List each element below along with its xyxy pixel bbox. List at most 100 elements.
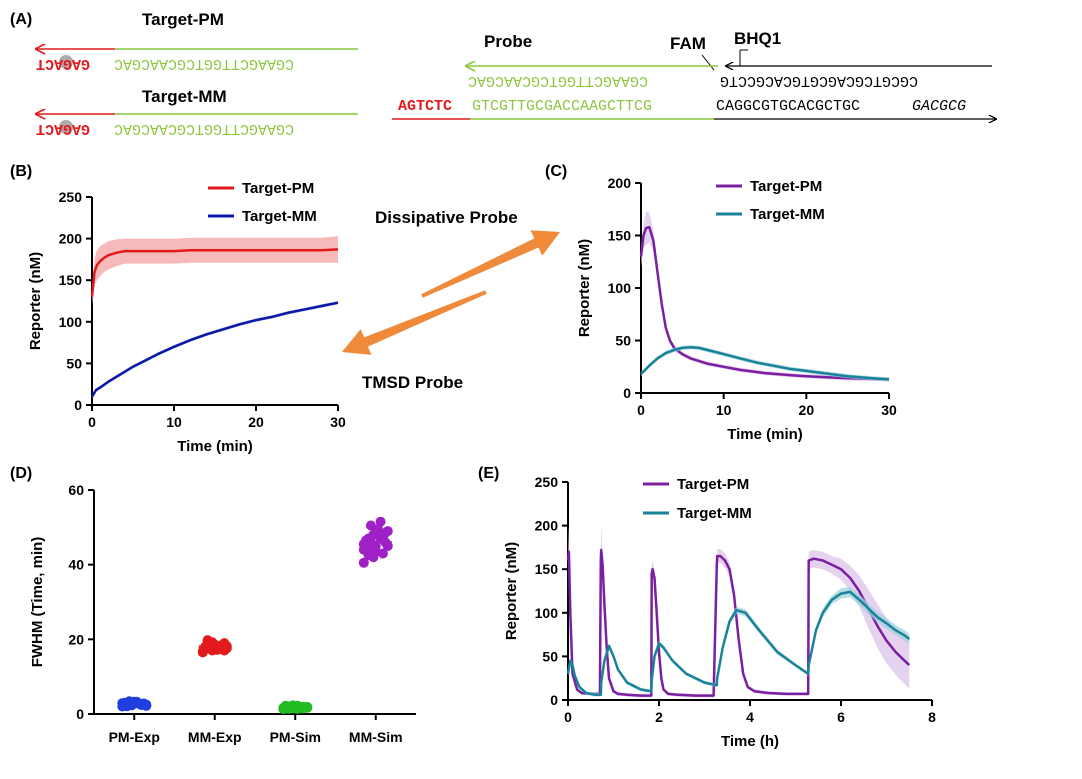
orange-arrow-to-c [421, 230, 560, 298]
target-pm-green-seq: CGAAGCTTGGTCGCAACGAC [114, 55, 294, 72]
orange-arrow-to-b [342, 290, 487, 355]
y-tick-label: 0 [74, 397, 82, 413]
panel-b-label: (B) [10, 163, 32, 180]
x-axis-title: Time (min) [177, 438, 253, 455]
y-tick-label: 100 [535, 605, 559, 621]
scatter-point [283, 703, 294, 714]
x-tick-label: PM-Exp [109, 729, 160, 745]
legend-label-0: Target-PM [750, 178, 822, 195]
panel-e-label: (E) [478, 465, 499, 482]
series-band-0 [92, 236, 338, 306]
y-tick-label: 50 [66, 355, 82, 371]
legend-label-0: Target-PM [677, 476, 749, 493]
scatter-point [368, 529, 379, 540]
dissipative-probe-label: Dissipative Probe [375, 208, 518, 227]
x-tick-label: MM-Sim [349, 729, 403, 745]
bhq1-label: BHQ1 [734, 29, 781, 48]
y-tick-label: 250 [535, 474, 559, 490]
fam-label: FAM [670, 34, 706, 53]
tmsd-probe-label: TMSD Probe [362, 373, 463, 392]
target-pm-mismatch-marker [59, 55, 73, 69]
y-tick-label: 60 [68, 482, 84, 498]
y-tick-label: 0 [76, 706, 84, 722]
y-axis-title: Reporter (nM) [27, 252, 44, 350]
y-tick-label: 40 [68, 557, 84, 573]
x-tick-label: 6 [837, 709, 845, 725]
legend-label-1: Target-MM [750, 206, 825, 223]
orange-arrows [342, 230, 560, 355]
series-band-0 [641, 211, 889, 382]
panel-a-label: (A) [10, 11, 32, 28]
scatter-point [358, 544, 369, 555]
y-tick-label: 100 [59, 314, 83, 330]
series-line-0 [566, 548, 911, 697]
y-axis-title: Reporter (nM) [576, 239, 593, 337]
x-tick-label: 4 [746, 709, 754, 725]
probe-green-seq-wrap: CGAAGCTTGGTCGCAACGAC [468, 72, 648, 89]
probe-title: Probe [484, 32, 532, 51]
series-line-0 [639, 225, 890, 381]
scatter-point [200, 644, 211, 654]
legend-label-1: Target-MM [242, 208, 317, 225]
panel-d-label: (D) [10, 465, 32, 482]
target-pm-title: Target-PM [142, 10, 224, 29]
target-pm-green-seq-wrap: CGAAGCTTGGTCGCAACGAC [114, 55, 294, 72]
transition-annotations: Dissipative Probe TMSD Probe [342, 208, 560, 392]
series-line-1 [640, 346, 890, 381]
x-tick-label: 30 [881, 402, 897, 418]
fam-pointer [701, 54, 715, 71]
y-tick-label: 200 [59, 231, 83, 247]
scatter-point [202, 635, 213, 646]
x-tick-label: 0 [637, 402, 645, 418]
scatter-point [292, 700, 303, 711]
x-tick-label: 20 [799, 402, 815, 418]
x-tick-label: 30 [330, 414, 346, 430]
bottom-green-seq: GTCGTTGCGACCAAGCTTCG [472, 98, 652, 115]
x-tick-label: 10 [166, 414, 182, 430]
target-pm-red-seq: GAGACT [36, 55, 90, 72]
probe-black-seq: CGCGTCGCAGCGTGCACGCCTG [720, 72, 918, 89]
series-band-1 [92, 301, 338, 399]
series-band-1 [568, 586, 910, 697]
scatter-point [131, 696, 142, 707]
target-pm-red-seq-wrap: GAGACT [36, 55, 90, 72]
y-tick-label: 150 [59, 272, 83, 288]
target-mm-green-seq: CGAAGCTTGGTCGCAACGAC [114, 120, 294, 137]
series-band-0 [568, 523, 910, 698]
scatter-point [358, 557, 369, 568]
target-mm-green-seq-wrap: CGAAGCTTGGTCGCAACGAC [114, 120, 294, 137]
series-line-1 [566, 590, 911, 697]
panel-a: (A) Target-PM Target-MM Probe FAM BHQ1 A… [10, 10, 996, 137]
bottom-red-seq: AGTCTC [398, 98, 452, 115]
y-tick-label: 0 [623, 385, 631, 401]
x-tick-label: 10 [716, 402, 732, 418]
y-tick-label: 200 [535, 518, 559, 534]
x-tick-label: MM-Exp [188, 729, 242, 745]
series-line-0 [90, 248, 339, 297]
target-mm-title: Target-MM [142, 87, 227, 106]
probe-black-seq-wrap: CGCGTCGCAGCGTGCACGCCTG [720, 72, 918, 89]
bottom-black-seq: CAGGCGTGCACGCTGC [716, 98, 860, 115]
x-tick-label: 8 [928, 709, 936, 725]
scatter-point [221, 643, 232, 654]
x-tick-label: PM-Sim [270, 729, 321, 745]
target-mm-red-seq-wrap: GAGACT [36, 120, 90, 137]
x-tick-label: 0 [564, 709, 572, 725]
y-tick-label: 50 [615, 333, 631, 349]
bottom-italic-seq: GACGCG [912, 98, 966, 115]
target-mm-mismatch-marker [59, 120, 73, 134]
panel-c-label: (C) [545, 163, 567, 180]
y-tick-label: 100 [608, 280, 632, 296]
x-tick-label: 0 [88, 414, 96, 430]
target-mm-red-seq: GAGACT [36, 120, 90, 137]
probe-green-seq: CGAAGCTTGGTCGCAACGAC [468, 72, 648, 89]
y-axis-title: FWHM (Time, min) [29, 537, 46, 668]
y-tick-label: 0 [550, 692, 558, 708]
x-tick-label: 2 [655, 709, 663, 725]
series-line-1 [90, 301, 339, 398]
